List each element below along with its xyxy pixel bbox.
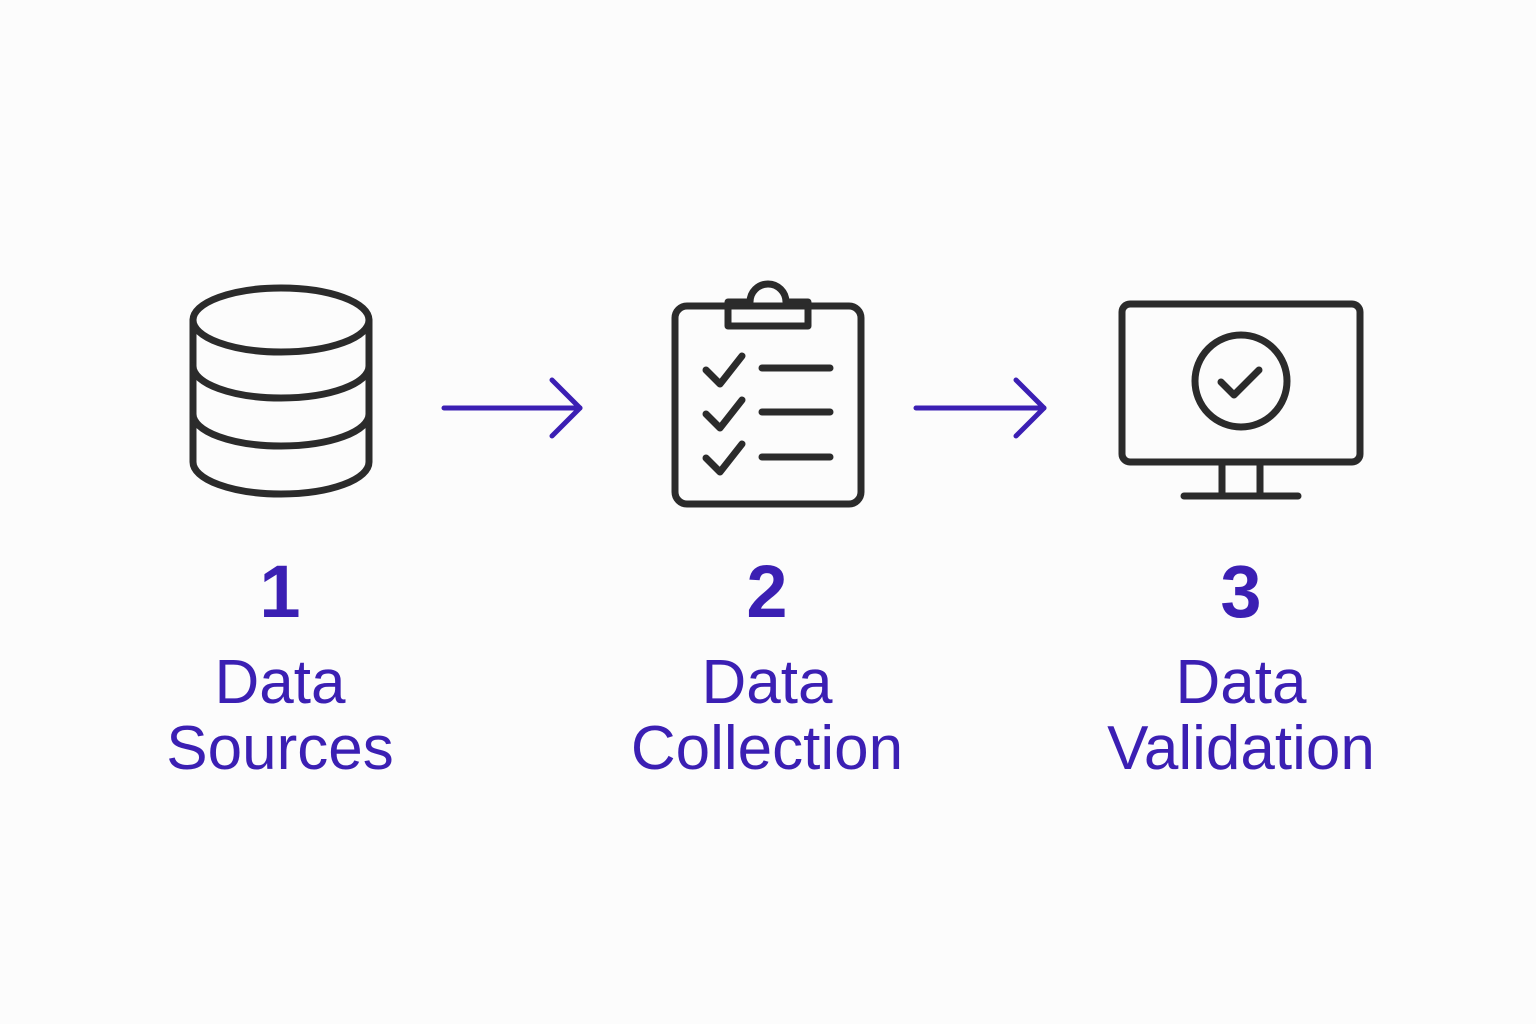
step-label-data-validation: Data Validation (1051, 650, 1431, 782)
step-label-data-sources: Data Sources (90, 650, 470, 782)
step-number: 2 (746, 550, 788, 633)
step-number: 1 (259, 550, 301, 633)
database-icon (186, 282, 376, 502)
step-label-line: Validation (1107, 714, 1375, 783)
step-number: 3 (1220, 550, 1262, 633)
step-label-line: Sources (166, 714, 394, 783)
step-label-line: Collection (630, 714, 904, 783)
step-label-line: Data (1175, 648, 1307, 717)
step-label-line: Data (701, 648, 833, 717)
clipboard-checklist-icon (668, 276, 868, 512)
step-label-data-collection: Data Collection (577, 650, 957, 782)
arrow-right-icon (440, 376, 588, 445)
step-label-line: Data (214, 648, 346, 717)
arrow-right-icon (912, 376, 1052, 445)
monitor-check-icon (1116, 298, 1366, 504)
